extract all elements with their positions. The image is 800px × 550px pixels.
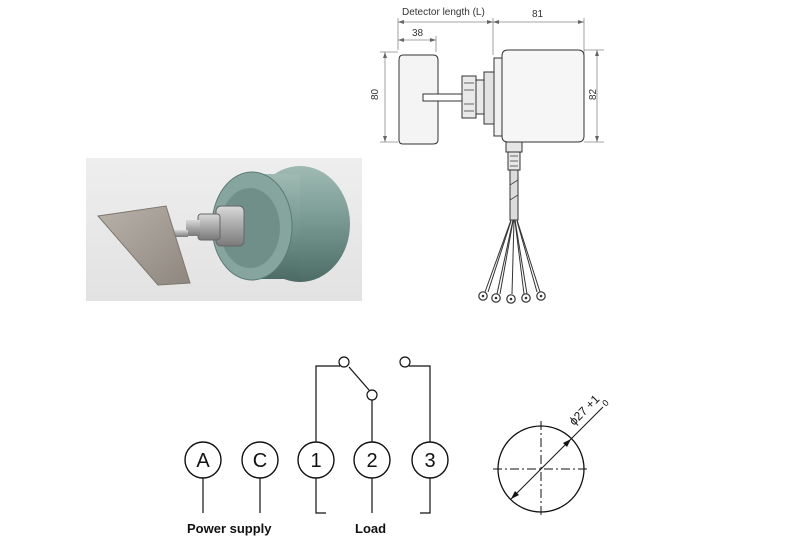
load-label: Load	[355, 521, 386, 536]
terminal-3-label: 3	[424, 450, 435, 472]
terminal-a	[184, 441, 222, 479]
terminal-c-label: C	[253, 450, 267, 472]
housing-height-dimension: 82	[588, 88, 599, 100]
paddle-height-dimension: 80	[370, 88, 381, 100]
housing-length-dimension: 81	[532, 9, 544, 20]
terminal-1-label: 1	[310, 450, 321, 472]
mounting-hole-diameter-label: ϕ27 +1	[566, 392, 602, 428]
terminal-2-label: 2	[366, 450, 377, 472]
detector-length-label: Detector length (L)	[402, 7, 485, 18]
terminal-2	[353, 441, 391, 479]
mounting-hole-tolerance-lower: 0	[600, 398, 611, 409]
paddle-width-dimension: 38	[412, 28, 424, 39]
terminal-3	[411, 441, 449, 479]
terminal-a-label: A	[196, 450, 210, 472]
terminal-c	[241, 441, 279, 479]
power-supply-label: Power supply	[187, 521, 272, 536]
terminal-1	[297, 441, 335, 479]
